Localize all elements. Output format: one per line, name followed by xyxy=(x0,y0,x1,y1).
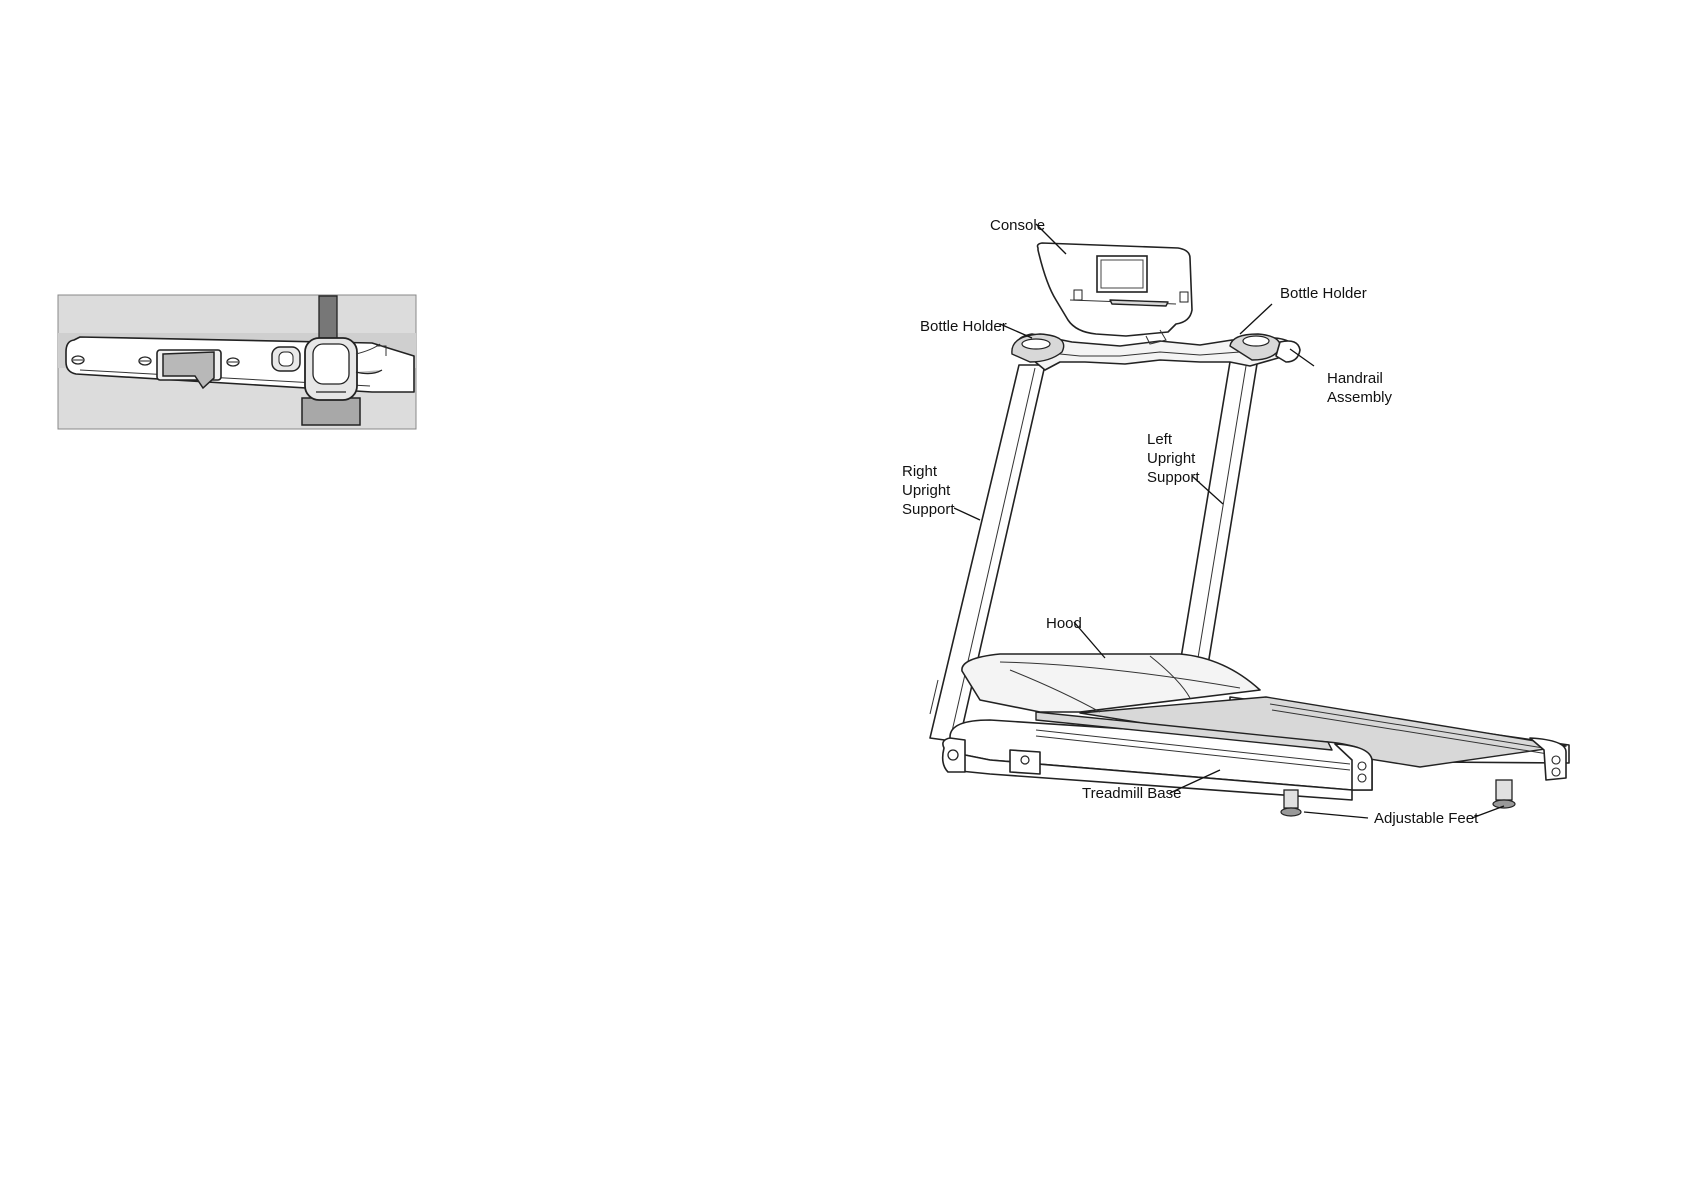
label-handrail-line1: Handrail xyxy=(1327,370,1383,387)
adjustable-foot-icon xyxy=(1281,790,1301,816)
screw-icon xyxy=(72,356,84,364)
power-switch-inset xyxy=(58,295,416,429)
label-right-upright-line2: Upright xyxy=(902,482,951,499)
label-console: Console xyxy=(990,217,1045,234)
left-upright-support xyxy=(1180,362,1257,665)
label-left-upright-line2: Upright xyxy=(1147,450,1196,467)
label-right-upright-line1: Right xyxy=(902,463,938,480)
label-left-upright-line1: Left xyxy=(1147,431,1173,448)
treadmill-illustration xyxy=(930,243,1569,816)
screw-icon xyxy=(227,358,239,366)
label-right-upright-line3: Support xyxy=(902,501,955,518)
label-bottle-holder-right: Bottle Holder xyxy=(920,318,1007,335)
console-display xyxy=(1097,256,1147,292)
label-hood: Hood xyxy=(1046,615,1082,632)
label-left-upright-line3: Support xyxy=(1147,469,1200,486)
adjustable-foot-icon xyxy=(1493,780,1515,808)
label-handrail-line2: Assembly xyxy=(1327,389,1393,406)
screw-icon xyxy=(139,357,151,365)
label-adjustable-feet: Adjustable Feet xyxy=(1374,810,1479,827)
label-treadmill-base: Treadmill Base xyxy=(1082,785,1181,802)
label-bottle-holder-left: Bottle Holder xyxy=(1280,285,1367,302)
